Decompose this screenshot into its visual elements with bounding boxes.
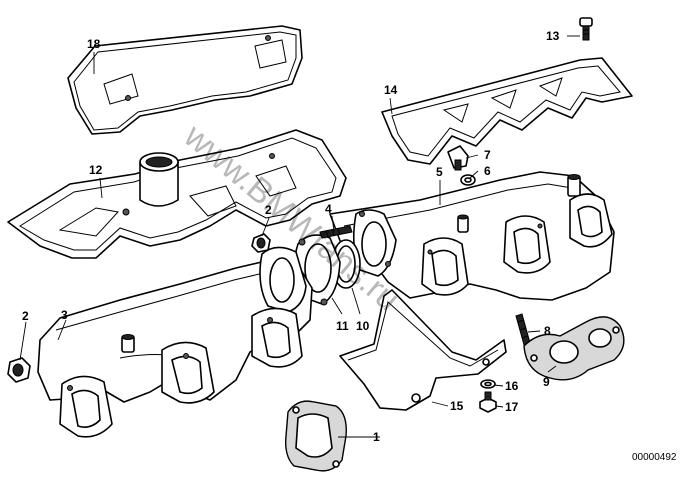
callout-2-upper: 2 xyxy=(265,203,272,217)
washer-part-16 xyxy=(480,379,496,389)
nut-part-2-front xyxy=(7,357,31,383)
callout-9: 9 xyxy=(543,375,550,389)
callout-12: 12 xyxy=(89,163,103,177)
screw-part-7 xyxy=(447,145,469,171)
callout-14: 14 xyxy=(384,83,398,97)
callout-15: 15 xyxy=(450,399,464,413)
washer-part-6 xyxy=(460,174,476,186)
exhaust-manifold-rear-part xyxy=(329,171,615,301)
bracket-part-15 xyxy=(339,289,507,411)
leader-lines xyxy=(19,35,580,438)
callout-5: 5 xyxy=(436,165,443,179)
stud-part-4 xyxy=(319,225,353,239)
callout-7: 7 xyxy=(484,148,491,162)
callout-13: 13 xyxy=(546,29,560,43)
callout-6: 6 xyxy=(484,164,491,178)
bolt-part-17 xyxy=(479,391,497,413)
heat-shield-upper-part xyxy=(67,25,303,135)
callout-11: 11 xyxy=(336,319,349,333)
callout-2-front: 2 xyxy=(22,309,29,323)
heat-shield-lower-part xyxy=(7,129,347,259)
gasket-part-9 xyxy=(523,316,625,381)
callout-18: 18 xyxy=(87,37,101,51)
callout-4: 4 xyxy=(325,202,332,216)
heat-shield-right-part xyxy=(381,57,633,165)
callout-10: 10 xyxy=(356,319,370,333)
callout-3: 3 xyxy=(61,308,68,322)
callout-numbers: 1 2 2 3 4 5 6 7 8 9 10 11 12 13 14 15 16… xyxy=(22,29,560,444)
callout-17: 17 xyxy=(505,400,519,414)
exhaust-manifold-front-part xyxy=(37,246,313,438)
callout-1: 1 xyxy=(373,430,380,444)
gasket-part-1 xyxy=(284,400,347,472)
screw-part-13 xyxy=(579,17,593,41)
callout-8: 8 xyxy=(544,324,551,338)
callout-16: 16 xyxy=(505,379,519,393)
nut-part-2-upper xyxy=(251,233,271,253)
diagram-reference-number: 00000492 xyxy=(632,452,677,463)
